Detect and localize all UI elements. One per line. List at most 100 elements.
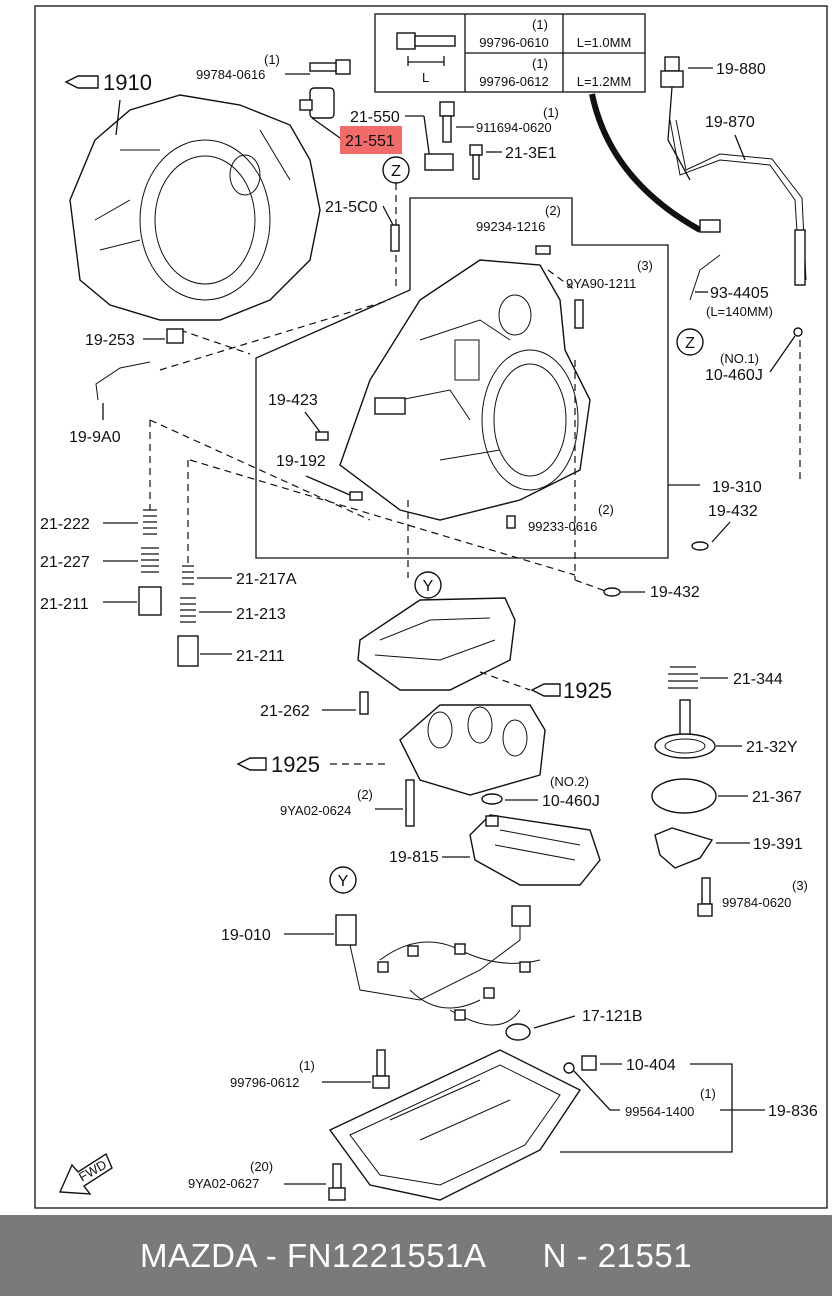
fwd-arrow: FWD bbox=[58, 1152, 113, 1195]
spec-row2-qty: (1) bbox=[532, 56, 548, 71]
qty-9ya02-0624: (2) bbox=[357, 787, 373, 802]
footer-text: MAZDA - FN1221551A N - 21551 bbox=[139, 1236, 693, 1274]
magnet-17-121b bbox=[505, 1023, 531, 1041]
drain-plug-10-404 bbox=[581, 1055, 597, 1071]
spring-21-344 bbox=[668, 666, 698, 689]
label-21-32y: 21-32Y bbox=[746, 739, 798, 756]
label-10-460j-b: 10-460J bbox=[542, 793, 600, 810]
dipstick-tube-arc bbox=[589, 93, 702, 233]
marker-y-1 bbox=[414, 571, 442, 599]
plug-19-423 bbox=[315, 431, 329, 441]
label-21-550: 21-550 bbox=[350, 109, 400, 126]
qty-9ya90-1211: (3) bbox=[637, 258, 653, 273]
label-9ya90-1211: 9YA90-1211 bbox=[566, 276, 636, 291]
label-21-222: 21-222 bbox=[40, 516, 90, 533]
label-19-253: 19-253 bbox=[85, 332, 135, 349]
washer-99564-1400 bbox=[563, 1062, 575, 1074]
highlight-21-551 bbox=[340, 126, 402, 154]
pin-99234-1216 bbox=[535, 245, 551, 255]
parts-diagram: L (1) 99796-0610 L=1.0MM (1) 99796-0612 … bbox=[34, 5, 828, 1209]
label-99233-0616: 99233-0616 bbox=[528, 519, 597, 534]
label-99234-1216: 99234-1216 bbox=[476, 219, 545, 234]
label-19-432-b: 19-432 bbox=[650, 584, 700, 601]
construction-lines bbox=[149, 269, 609, 593]
valve-21-217a bbox=[182, 565, 194, 585]
label-19-192: 19-192 bbox=[276, 453, 326, 470]
bolt-21-262 bbox=[359, 691, 369, 715]
label-19-836: 19-836 bbox=[768, 1103, 818, 1120]
valve-body-frame bbox=[255, 197, 669, 559]
marker-z-1-text: Z bbox=[391, 163, 401, 180]
spring-21-227 bbox=[141, 547, 159, 573]
dipstick-19-880 bbox=[660, 56, 691, 181]
label-10-460j-a: 10-460J bbox=[705, 367, 763, 384]
bolt-21-3e1 bbox=[469, 144, 483, 180]
piston-21-32y bbox=[654, 699, 716, 759]
marker-y-1-text: Y bbox=[423, 578, 434, 595]
pin-99233-0616 bbox=[506, 515, 516, 529]
transmission-case bbox=[69, 94, 321, 321]
dim-label: L bbox=[422, 70, 429, 85]
cap-19-253 bbox=[166, 328, 184, 344]
spec-table: L (1) 99796-0610 L=1.0MM (1) 99796-0612 … bbox=[374, 13, 646, 93]
plug-21-211-a bbox=[138, 586, 162, 616]
label-21-217a: 21-217A bbox=[236, 571, 297, 588]
plug-19-192 bbox=[349, 491, 363, 501]
label-21-227: 21-227 bbox=[40, 554, 90, 571]
label-21-213: 21-213 bbox=[236, 606, 286, 623]
harness-19-010 bbox=[335, 905, 541, 1026]
label-19-880: 19-880 bbox=[716, 61, 766, 78]
spec-row1-qty: (1) bbox=[532, 17, 548, 32]
spec-row1-part: 99796-0610 bbox=[479, 35, 548, 50]
cover-19-391 bbox=[654, 827, 714, 869]
marker-y-2 bbox=[329, 866, 357, 894]
upper-valve-body bbox=[357, 597, 516, 691]
label-no1: (NO.1) bbox=[720, 351, 759, 366]
lower-valve-body bbox=[399, 704, 546, 796]
spring-21-222 bbox=[143, 509, 157, 535]
pipe-19-9a0 bbox=[95, 361, 151, 401]
oil-pan-19-836 bbox=[328, 1049, 582, 1201]
ref-1910-text: 1910 bbox=[103, 70, 152, 95]
label-21-262: 21-262 bbox=[260, 703, 310, 720]
oring-21-367 bbox=[651, 778, 717, 814]
label-19-432-a: 19-432 bbox=[708, 503, 758, 520]
bolt-99784-0620 bbox=[701, 877, 711, 905]
label-19-423: 19-423 bbox=[268, 392, 318, 409]
label-93-4405-length: (L=140MM) bbox=[706, 304, 773, 319]
marker-z-2-text: Z bbox=[685, 335, 695, 352]
valve-body-assembly bbox=[339, 259, 591, 521]
label-93-4405: 93-4405 bbox=[710, 285, 769, 302]
label-no2: (NO.2) bbox=[550, 774, 589, 789]
bolt-911694-0620 bbox=[439, 101, 455, 143]
label-99564-1400: 99564-1400 bbox=[625, 1104, 694, 1119]
qty-9ya02-0627: (20) bbox=[250, 1159, 273, 1174]
stud-9ya90-1211 bbox=[574, 299, 584, 329]
spec-row1-length: L=1.0MM bbox=[577, 35, 632, 50]
filter-19-815 bbox=[469, 814, 601, 886]
spec-row2-part: 99796-0612 bbox=[479, 74, 548, 89]
label-21-551: 21-551 bbox=[345, 133, 395, 150]
qty-911694-0620: (1) bbox=[543, 105, 559, 120]
oring-10-460j-a bbox=[793, 327, 803, 337]
oring-19-432-b bbox=[603, 587, 621, 597]
spring-21-213 bbox=[180, 597, 196, 623]
bolt-99784-0616 bbox=[309, 59, 351, 75]
oring-10-460j-b bbox=[481, 793, 503, 805]
switch-21-550 bbox=[424, 153, 454, 171]
label-19-870: 19-870 bbox=[705, 114, 755, 131]
qty-99796-0612: (1) bbox=[299, 1058, 315, 1073]
label-9ya02-0624: 9YA02-0624 bbox=[280, 803, 351, 818]
label-19-815: 19-815 bbox=[389, 849, 439, 866]
qty-99234-1216: (2) bbox=[545, 203, 561, 218]
qty-99784-0620: (3) bbox=[792, 878, 808, 893]
label-19-310: 19-310 bbox=[712, 479, 762, 496]
spec-row2-length: L=1.2MM bbox=[577, 74, 632, 89]
label-21-5c0: 21-5C0 bbox=[325, 199, 378, 216]
label-19-010: 19-010 bbox=[221, 927, 271, 944]
hose-93-4405 bbox=[689, 254, 721, 301]
sensor-21-551 bbox=[299, 87, 335, 119]
label-911694-0620: 911694-0620 bbox=[476, 120, 552, 135]
ref-1910: 1910 bbox=[64, 70, 152, 136]
bolt-sketch: L bbox=[396, 32, 456, 85]
